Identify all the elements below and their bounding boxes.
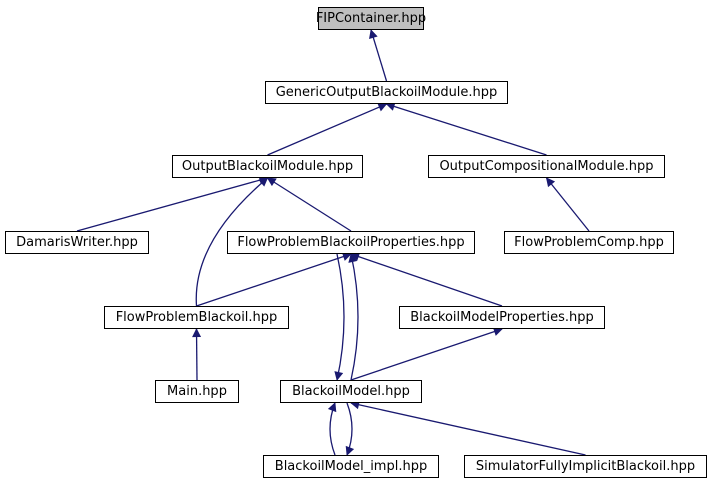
node-generic-output-blackoil-module[interactable]: GenericOutputBlackoilModule.hpp bbox=[265, 81, 508, 104]
edge-damaris-writer-to-output-blackoil bbox=[76, 175, 269, 232]
node-fip-container[interactable]: FIPContainer.hpp bbox=[316, 7, 426, 30]
edge-flow-problem-blackoil-to-flow-problem-blackoil-properties bbox=[196, 252, 352, 307]
node-main[interactable]: Main.hpp bbox=[155, 380, 239, 403]
edge-blackoil-model-to-blackoil-model-properties bbox=[350, 327, 503, 381]
edge-simulator-fully-implicit-to-blackoil-model bbox=[350, 400, 586, 456]
node-blackoil-model-impl[interactable]: BlackoilModel_impl.hpp bbox=[263, 455, 439, 478]
node-flow-problem-blackoil[interactable]: FlowProblemBlackoil.hpp bbox=[104, 306, 289, 329]
edge-flow-problem-comp-to-output-compositional bbox=[545, 177, 590, 232]
edge-generic-output-to-fip-container bbox=[369, 29, 388, 82]
node-output-blackoil-module[interactable]: OutputBlackoilModule.hpp bbox=[172, 155, 363, 178]
edge-blackoil-model-to-blackoil-model-impl bbox=[345, 402, 355, 456]
edge-flow-problem-blackoil-to-output-blackoil bbox=[195, 177, 269, 307]
node-blackoil-model-properties[interactable]: BlackoilModelProperties.hpp bbox=[399, 306, 605, 329]
edge-flow-problem-blackoil-properties-to-output-blackoil bbox=[266, 177, 352, 232]
edge-blackoil-model-properties-to-flow-problem-blackoil-properties bbox=[350, 252, 503, 307]
node-flow-problem-blackoil-properties[interactable]: FlowProblemBlackoilProperties.hpp bbox=[227, 231, 475, 254]
node-blackoil-model[interactable]: BlackoilModel.hpp bbox=[280, 380, 422, 403]
node-damaris-writer[interactable]: DamarisWriter.hpp bbox=[5, 231, 149, 254]
edge-output-blackoil-to-generic-output bbox=[267, 103, 388, 156]
node-flow-problem-comp[interactable]: FlowProblemComp.hpp bbox=[504, 231, 674, 254]
edge-flow-problem-blackoil-properties-to-blackoil-model bbox=[334, 253, 345, 381]
edge-output-compositional-to-generic-output bbox=[385, 102, 547, 156]
node-output-compositional-module[interactable]: OutputCompositionalModule.hpp bbox=[428, 155, 665, 178]
node-simulator-fully-implicit-blackoil[interactable]: SimulatorFullyImplicitBlackoil.hpp bbox=[464, 455, 707, 478]
edge-main-to-flow-problem-blackoil bbox=[192, 328, 202, 381]
edge-blackoil-model-to-flow-problem-blackoil-properties bbox=[348, 253, 359, 381]
edge-blackoil-model-impl-to-blackoil-model bbox=[327, 402, 337, 456]
